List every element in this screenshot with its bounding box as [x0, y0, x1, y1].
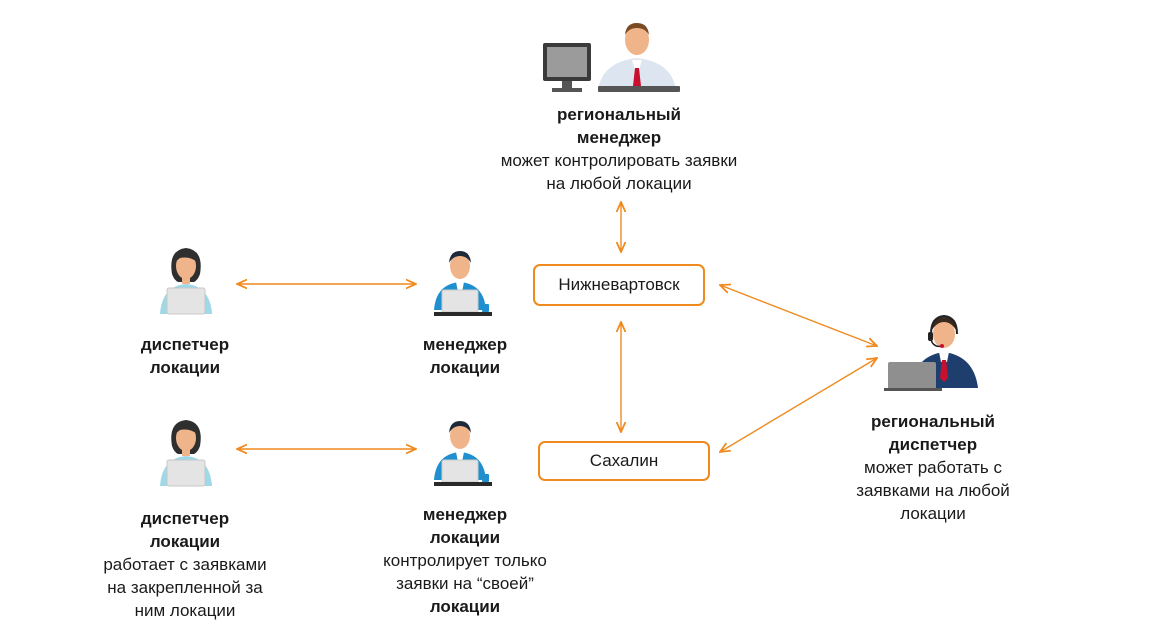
regional-dispatcher-title-line1: региональный — [871, 412, 995, 431]
row2-manager-desc-line1: контролирует только — [383, 551, 547, 570]
man-at-computer-icon — [543, 23, 680, 92]
arrow-nizhnevartovsk-regional-dispatcher — [720, 285, 877, 346]
man-with-laptop-icon — [434, 421, 492, 486]
row1-dispatcher-title-line1: диспетчер — [140, 335, 230, 354]
row2-manager-title-line1: менеджер — [422, 505, 508, 524]
woman-with-laptop-icon — [160, 420, 212, 487]
regional-manager-desc-line2: на любой локации — [546, 174, 692, 193]
regional-manager-desc-line1: может контролировать заявки — [500, 151, 738, 170]
regional-dispatcher-label: региональный диспетчер может работать с … — [833, 410, 1033, 525]
man-with-laptop-icon — [434, 251, 492, 316]
row1-dispatcher-title-line2: локации — [149, 358, 221, 377]
regional-manager-title-line2: менеджер — [576, 128, 662, 147]
arrow-sakhalin-regional-dispatcher — [720, 358, 877, 452]
row2-manager-label: менеджер локации контролирует только зая… — [355, 503, 575, 618]
regional-dispatcher-title-line2: диспетчер — [888, 435, 978, 454]
row2-dispatcher-desc-line3: ним локации — [134, 601, 236, 620]
row1-manager-title-line2: локации — [429, 358, 501, 377]
row1-manager-label: менеджер локации — [365, 333, 565, 379]
location-sakhalin: Сахалин — [538, 441, 710, 481]
regional-dispatcher-desc-line3: локации — [900, 504, 966, 523]
location-nizhnevartovsk: Нижневартовск — [533, 264, 705, 306]
row2-dispatcher-label: диспетчер локации работает с заявками на… — [75, 507, 295, 622]
row2-manager-desc-line2: заявки на “своей” — [396, 574, 534, 593]
woman-with-laptop-icon — [160, 248, 212, 315]
row2-dispatcher-title-line1: диспетчер — [140, 509, 230, 528]
headset-operator-icon — [884, 314, 978, 391]
row1-dispatcher-label: диспетчер локации — [85, 333, 285, 379]
regional-dispatcher-desc-line2: заявками на любой — [856, 481, 1010, 500]
regional-manager-title-line1: региональный — [557, 105, 681, 124]
row2-manager-desc-bold: локации — [429, 597, 501, 616]
row1-manager-title-line1: менеджер — [422, 335, 508, 354]
row2-manager-title-line2: локации — [429, 528, 501, 547]
row2-dispatcher-desc-line1: работает с заявками — [103, 555, 267, 574]
regional-manager-label: региональный менеджер может контролирова… — [469, 103, 769, 195]
row2-dispatcher-title-line2: локации — [149, 532, 221, 551]
regional-dispatcher-desc-line1: может работать с — [864, 458, 1002, 477]
row2-dispatcher-desc-line2: на закрепленной за — [107, 578, 263, 597]
